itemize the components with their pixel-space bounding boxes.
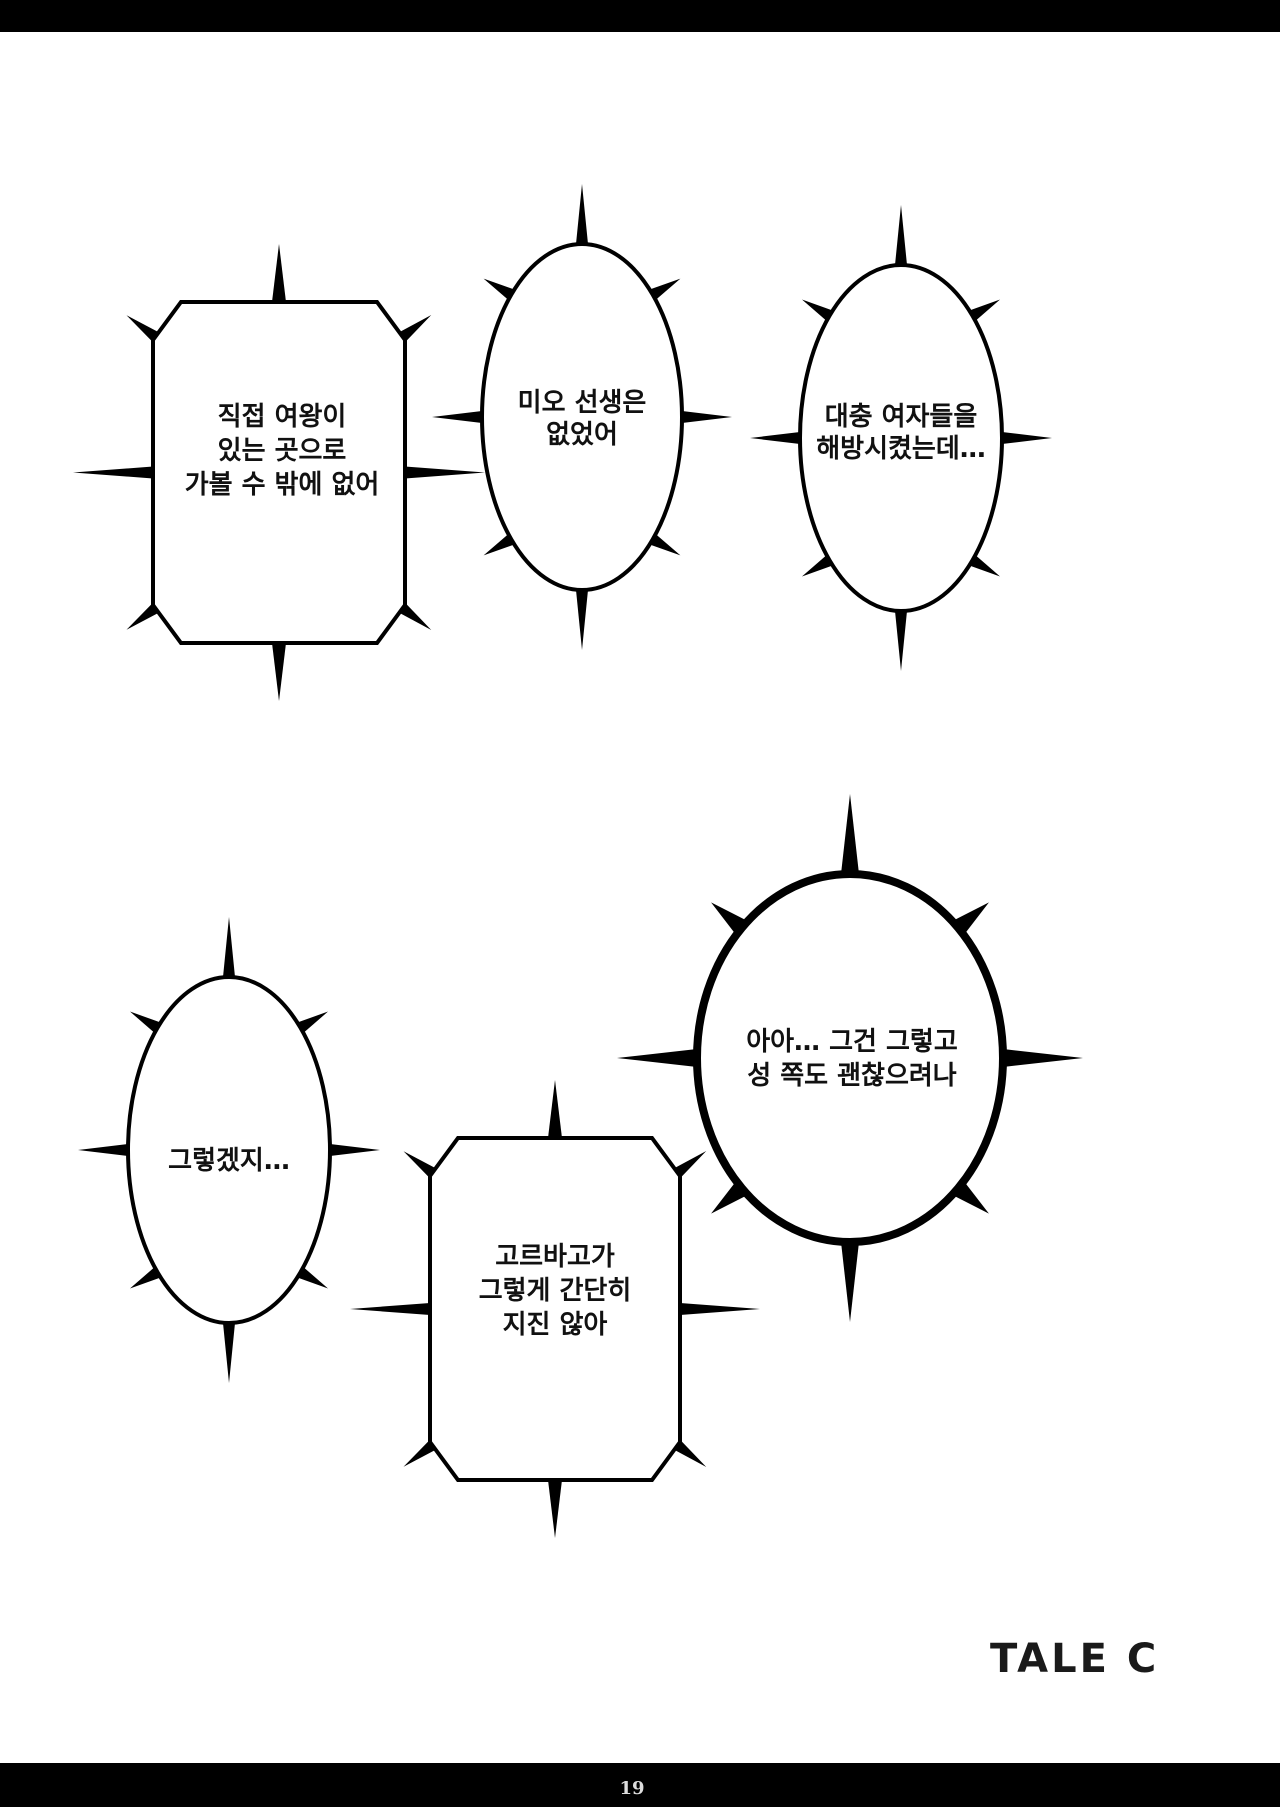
dialogue-line: 해방시켰는데… bbox=[816, 434, 986, 464]
bubble-spike bbox=[272, 643, 286, 701]
dialogue-line: 가볼 수 밖에 없어 bbox=[185, 470, 380, 500]
bubble-spike bbox=[129, 1267, 161, 1289]
bubble-outline bbox=[693, 870, 1007, 1246]
bubble-spike bbox=[483, 534, 515, 556]
dialogue-line: 대충 여자들을 bbox=[825, 402, 978, 432]
bubble-outline bbox=[428, 1136, 682, 1482]
bubble-spike bbox=[548, 1480, 562, 1538]
bubble-spike bbox=[223, 917, 235, 977]
bubble-spike bbox=[78, 1144, 128, 1156]
speech-bubble: 그렇겠지… bbox=[78, 917, 380, 1383]
bubble-spike bbox=[129, 1011, 161, 1033]
bubble-spike bbox=[330, 1144, 380, 1156]
speech-bubble: 대충 여자들을해방시켰는데… bbox=[750, 205, 1052, 671]
bubble-spike bbox=[682, 411, 732, 423]
bubble-spike bbox=[297, 1267, 329, 1289]
bubble-spike bbox=[548, 1080, 562, 1138]
bubble-spike bbox=[483, 278, 515, 300]
bubble-spike bbox=[126, 602, 161, 630]
page-number: 19 bbox=[619, 1778, 644, 1799]
bubble-spike bbox=[895, 611, 907, 671]
bubble-spike bbox=[649, 534, 681, 556]
bubble-spike bbox=[895, 205, 907, 265]
dialogue-line: 없었어 bbox=[546, 420, 618, 450]
chapter-label: TALE C bbox=[990, 1636, 1159, 1682]
dialogue-line: 미오 선생은 bbox=[518, 388, 647, 418]
dialogue-line: 성 쪽도 괜찮으려나 bbox=[747, 1061, 957, 1091]
bottom-border bbox=[0, 1763, 1280, 1807]
dialogue-line: 지진 않아 bbox=[503, 1310, 608, 1340]
bubble-spike bbox=[403, 1439, 438, 1467]
bubble-spike bbox=[126, 315, 161, 343]
dialogue-line: 그렇겠지… bbox=[168, 1146, 290, 1176]
dialogue-line: 아아… 그건 그렇고 bbox=[746, 1027, 958, 1057]
bubble-spike bbox=[680, 1303, 760, 1315]
dialogue-line: 그렇게 간단히 bbox=[479, 1276, 632, 1306]
bubble-spike bbox=[801, 555, 833, 577]
bubble-spike bbox=[841, 794, 859, 874]
bubble-spike bbox=[576, 590, 588, 650]
bubble-spike bbox=[969, 299, 1001, 321]
bubble-spike bbox=[750, 432, 800, 444]
bubble-spike bbox=[801, 299, 833, 321]
bubble-outline bbox=[480, 242, 684, 592]
bubble-spike bbox=[405, 466, 485, 479]
bubble-spike bbox=[403, 1151, 438, 1179]
bubble-outline bbox=[798, 263, 1004, 613]
bubble-outline bbox=[126, 975, 332, 1325]
bubble-spike bbox=[841, 1242, 859, 1322]
bubble-spike bbox=[297, 1011, 329, 1033]
bubble-spike bbox=[397, 602, 432, 630]
bubble-spike bbox=[576, 184, 588, 244]
dialogue-line: 있는 곳으로 bbox=[218, 436, 347, 466]
bubble-spike bbox=[73, 466, 153, 479]
bubble-spike bbox=[1003, 1049, 1083, 1067]
bubble-spike bbox=[617, 1049, 697, 1067]
bubble-spike bbox=[649, 278, 681, 300]
bubble-spike bbox=[672, 1439, 707, 1467]
bubble-spike bbox=[1002, 432, 1052, 444]
dialogue-line: 직접 여왕이 bbox=[218, 402, 347, 432]
bubble-outline bbox=[151, 300, 407, 645]
bubble-spike bbox=[223, 1323, 235, 1383]
bubble-spike bbox=[672, 1151, 707, 1179]
bubble-spike bbox=[432, 411, 482, 423]
bubble-spike bbox=[969, 555, 1001, 577]
top-border bbox=[0, 0, 1280, 32]
dialogue-line: 고르바고가 bbox=[495, 1242, 615, 1272]
bubble-spike bbox=[272, 244, 286, 302]
bubble-spike bbox=[397, 315, 432, 343]
bubble-spike bbox=[350, 1303, 430, 1315]
